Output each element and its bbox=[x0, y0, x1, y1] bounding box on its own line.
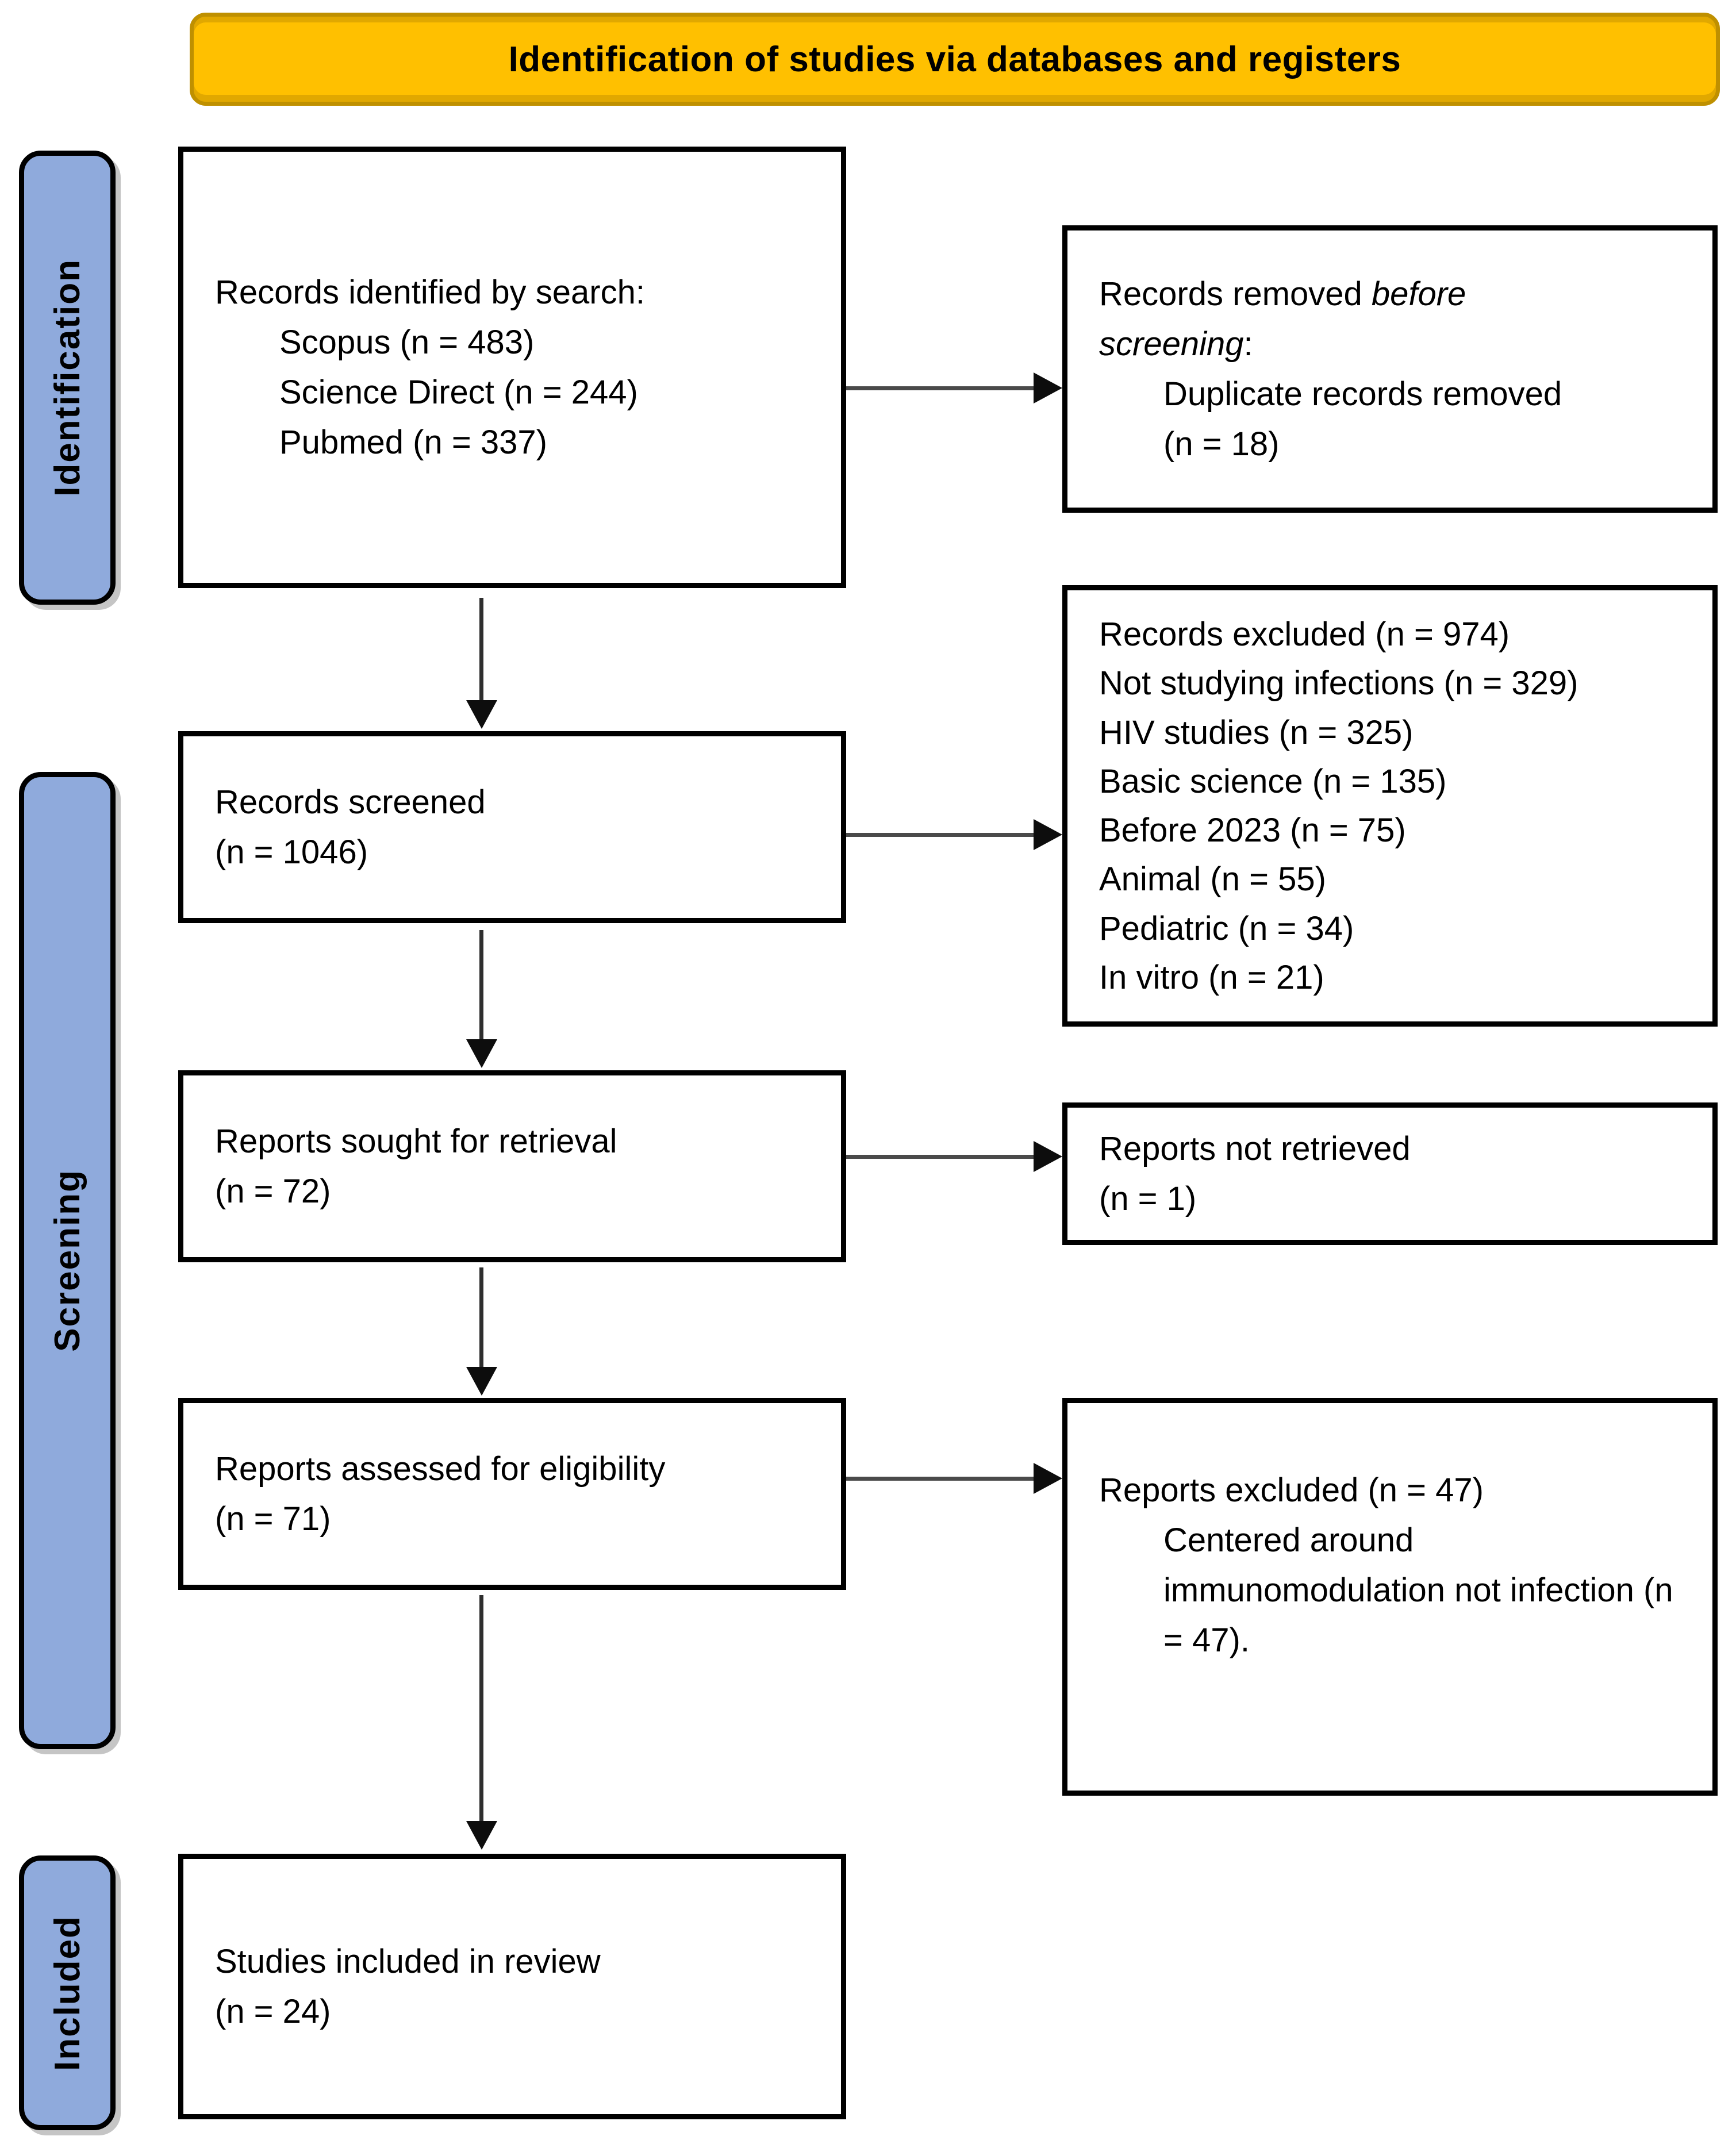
reports-assessed-line1: Reports assessed for eligibility bbox=[215, 1450, 666, 1488]
records-screened-line1: Records screened bbox=[215, 783, 486, 821]
stage-label-identification-text: Identification bbox=[47, 259, 87, 497]
box-records-excluded: Records excluded (n = 974) Not studying … bbox=[1062, 585, 1718, 1027]
arrow-right-icon bbox=[1034, 1141, 1062, 1172]
diagram-title: Identification of studies via databases … bbox=[508, 39, 1401, 79]
arrow-right-icon bbox=[1034, 372, 1062, 404]
stage-label-identification: Identification bbox=[19, 151, 116, 605]
arrow-line bbox=[846, 833, 1036, 837]
arrow-line bbox=[479, 1267, 483, 1368]
reports-not-retrieved-line2: (n = 1) bbox=[1099, 1180, 1197, 1217]
reports-excluded-detail: Centered around immunomodulation not inf… bbox=[1163, 1522, 1673, 1659]
arrow-down-icon bbox=[466, 1039, 497, 1068]
records-excluded-line2: Not studying infections (n = 329) bbox=[1099, 664, 1578, 702]
records-excluded-line4: Basic science (n = 135) bbox=[1099, 762, 1447, 800]
records-excluded-line6: Animal (n = 55) bbox=[1099, 860, 1326, 898]
records-identified-item-scopus: Scopus (n = 483) bbox=[279, 324, 535, 361]
arrow-line bbox=[479, 930, 483, 1040]
records-removed-item-duplicates: Duplicate records removed bbox=[1163, 375, 1562, 413]
box-reports-sought: Reports sought for retrieval (n = 72) bbox=[178, 1070, 846, 1262]
arrow-down-icon bbox=[466, 700, 497, 729]
arrow-right-icon bbox=[1034, 819, 1062, 850]
stage-label-screening-text: Screening bbox=[47, 1169, 87, 1352]
arrow-down-icon bbox=[466, 1821, 497, 1850]
records-excluded-line8: In vitro (n = 21) bbox=[1099, 958, 1324, 996]
box-studies-included: Studies included in review (n = 24) bbox=[178, 1854, 846, 2119]
arrow-line bbox=[846, 1477, 1036, 1481]
records-screened-line2: (n = 1046) bbox=[215, 833, 368, 871]
records-removed-line2: screening: bbox=[1099, 319, 1689, 369]
studies-included-line2: (n = 24) bbox=[215, 1993, 331, 2030]
stage-label-screening: Screening bbox=[19, 772, 116, 1749]
arrow-line bbox=[846, 1155, 1036, 1159]
reports-sought-line1: Reports sought for retrieval bbox=[215, 1123, 617, 1160]
studies-included-line1: Studies included in review bbox=[215, 1943, 601, 1980]
box-reports-excluded: Reports excluded (n = 47) Centered aroun… bbox=[1062, 1398, 1718, 1796]
records-excluded-line7: Pediatric (n = 34) bbox=[1099, 909, 1354, 947]
arrow-down-icon bbox=[466, 1367, 497, 1396]
reports-excluded-heading: Reports excluded (n = 47) bbox=[1099, 1472, 1484, 1509]
records-removed-line2-italic: screening bbox=[1099, 325, 1244, 363]
arrow-line bbox=[479, 598, 483, 701]
records-excluded-line1: Records excluded (n = 974) bbox=[1099, 616, 1510, 653]
title-banner: Identification of studies via databases … bbox=[190, 13, 1720, 106]
box-records-removed-before-screening: Records removed before screening: Duplic… bbox=[1062, 225, 1718, 513]
arrow-line bbox=[479, 1595, 483, 1822]
records-identified-item-pubmed: Pubmed (n = 337) bbox=[279, 424, 547, 461]
records-removed-line1-italic: before bbox=[1371, 275, 1466, 313]
records-excluded-line3: HIV studies (n = 325) bbox=[1099, 713, 1414, 751]
stage-label-included: Included bbox=[19, 1855, 116, 2130]
arrow-right-icon bbox=[1034, 1463, 1062, 1494]
records-identified-item-sciencedirect: Science Direct (n = 244) bbox=[279, 374, 638, 411]
stage-label-included-text: Included bbox=[47, 1915, 87, 2071]
records-removed-item-count: (n = 18) bbox=[1163, 425, 1280, 463]
reports-sought-line2: (n = 72) bbox=[215, 1173, 331, 1210]
records-excluded-line5: Before 2023 (n = 75) bbox=[1099, 812, 1406, 849]
box-reports-assessed: Reports assessed for eligibility (n = 71… bbox=[178, 1398, 846, 1590]
box-records-screened: Records screened (n = 1046) bbox=[178, 731, 846, 923]
records-removed-line1: Records removed before bbox=[1099, 269, 1689, 319]
records-identified-heading: Records identified by search: bbox=[215, 274, 645, 311]
arrow-line bbox=[846, 386, 1036, 390]
box-records-identified: Records identified by search: Scopus (n … bbox=[178, 147, 846, 588]
reports-assessed-line2: (n = 71) bbox=[215, 1500, 331, 1538]
box-reports-not-retrieved: Reports not retrieved (n = 1) bbox=[1062, 1102, 1718, 1245]
records-removed-line2-normal: : bbox=[1243, 325, 1253, 363]
reports-not-retrieved-line1: Reports not retrieved bbox=[1099, 1130, 1411, 1167]
records-removed-line1-normal: Records removed bbox=[1099, 275, 1372, 313]
